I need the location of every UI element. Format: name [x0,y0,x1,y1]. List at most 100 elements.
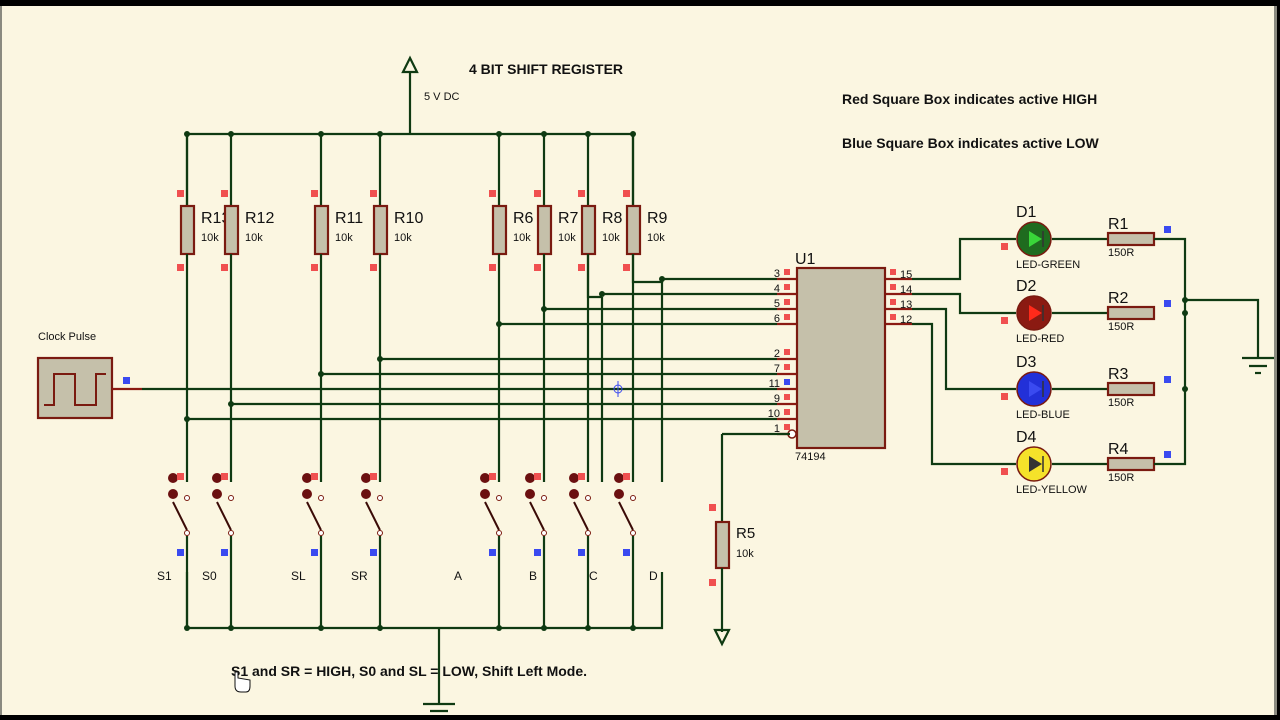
ic-pin-number: 6 [774,313,780,325]
resistor-value: 10k [201,232,219,244]
pin-state-high [534,190,541,197]
ic-pin-number: 4 [774,283,780,295]
power-arrow-icon [401,55,419,74]
switch-contact-icon [168,489,178,499]
clock-state-low [123,377,130,384]
power-terminal[interactable] [401,55,419,134]
resistor-r2[interactable] [1106,305,1156,321]
resistor-value: 10k [394,232,412,244]
resistor-r8[interactable] [580,204,597,256]
resistor-ref: R3 [1108,366,1129,383]
resistor-r5[interactable] [714,520,731,570]
resistor-value: 150R [1108,321,1134,333]
vcc-bus [185,132,635,218]
switch-contact-icon [212,473,222,483]
switch-contact-icon [614,473,624,483]
pin-state-high [784,409,790,415]
note-mode: S1 and SR = HIGH, S0 and SL = LOW, Shift… [231,663,587,679]
switch-label-sr: SR [351,569,368,583]
switch-contact-icon [525,473,535,483]
title: 4 BIT SHIFT REGISTER [469,61,623,77]
ic-body [795,266,887,450]
pin-state-high [221,264,228,271]
hand-pointer-icon [234,671,251,693]
resistor-value: 10k [513,232,531,244]
pin-state-high [784,349,790,355]
pin-state-high [1001,393,1008,400]
switch-contact-icon [569,489,579,499]
pin-state-high [1001,243,1008,250]
resistor-r9[interactable] [625,204,642,256]
ic-pin-number: 13 [900,299,912,311]
led-arrow-icon [1029,381,1042,397]
resistor-ref: R8 [602,210,623,227]
resistor-ref: R10 [394,210,423,227]
ground-symbol-bottom [423,702,455,713]
switch-contact-icon [168,473,178,483]
switch-lever[interactable] [573,501,589,531]
ic-pin-number: 11 [769,378,780,390]
ic-pin-number: 5 [774,298,780,310]
pin-state-high [578,264,585,271]
r5-value: 10k [736,548,754,560]
pin-state-high [623,473,630,480]
switch-label-d: D [649,569,658,583]
resistor-r4[interactable] [1106,456,1156,472]
ground-bus [185,572,664,630]
resistor-value: 10k [335,232,353,244]
resistor-r13[interactable] [179,204,196,256]
pin-state-high [578,190,585,197]
pin-state-high [1001,468,1008,475]
resistor-r11[interactable] [313,204,330,256]
pin-state-high [177,264,184,271]
switch-lever[interactable] [216,501,232,531]
switch-lever[interactable] [172,501,188,531]
led-ref: D3 [1016,354,1037,371]
switch-lever[interactable] [618,501,634,531]
supply-label: 5 V DC [424,91,460,103]
pin-state-high [578,473,585,480]
switch-lever[interactable] [529,501,545,531]
pin-state-high [784,269,790,275]
pin-state-low [1164,226,1171,233]
resistor-value: 10k [558,232,576,244]
resistor-r10[interactable] [372,204,389,256]
pin-state-high [534,473,541,480]
pin-state-high [221,473,228,480]
switch-contact-icon [480,473,490,483]
resistor-r3[interactable] [1106,381,1156,397]
square-wave-icon [44,373,106,406]
ic-74194[interactable] [795,266,887,450]
resistor-ref: R2 [1108,290,1129,307]
schematic-canvas[interactable]: 4 BIT SHIFT REGISTER Red Square Box indi… [0,6,1277,715]
ic-pin-number: 7 [774,363,780,375]
resistor-ref: R12 [245,210,274,227]
pin-state-high [623,264,630,271]
resistor-r1[interactable] [1106,231,1156,247]
pin-state-high [489,264,496,271]
switch-lever[interactable] [484,501,500,531]
pin-state-high [890,269,896,275]
switch-lever[interactable] [365,501,381,531]
resistor-value: 10k [647,232,665,244]
resistor-r6[interactable] [491,204,508,256]
switch-lever[interactable] [306,501,322,531]
led-arrow-icon [1029,456,1042,472]
pin-state-high [890,314,896,320]
resistor-value: 150R [1108,247,1134,259]
led-ref: D2 [1016,278,1037,295]
resistor-ref: R1 [1108,216,1129,233]
led-ref: D4 [1016,429,1037,446]
pin-state-high [177,473,184,480]
resistor-r12[interactable] [223,204,240,256]
switch-contact-icon [302,473,312,483]
resistor-ref: R11 [335,210,363,227]
led-type: LED-YELLOW [1016,484,1088,496]
pin-state-high [784,284,790,290]
resistor-r7[interactable] [536,204,553,256]
pin-state-high [489,190,496,197]
pin-state-low [784,379,790,385]
pin-state-high [784,424,790,430]
clock-generator[interactable] [36,356,142,420]
resistor-ref: R6 [513,210,534,227]
